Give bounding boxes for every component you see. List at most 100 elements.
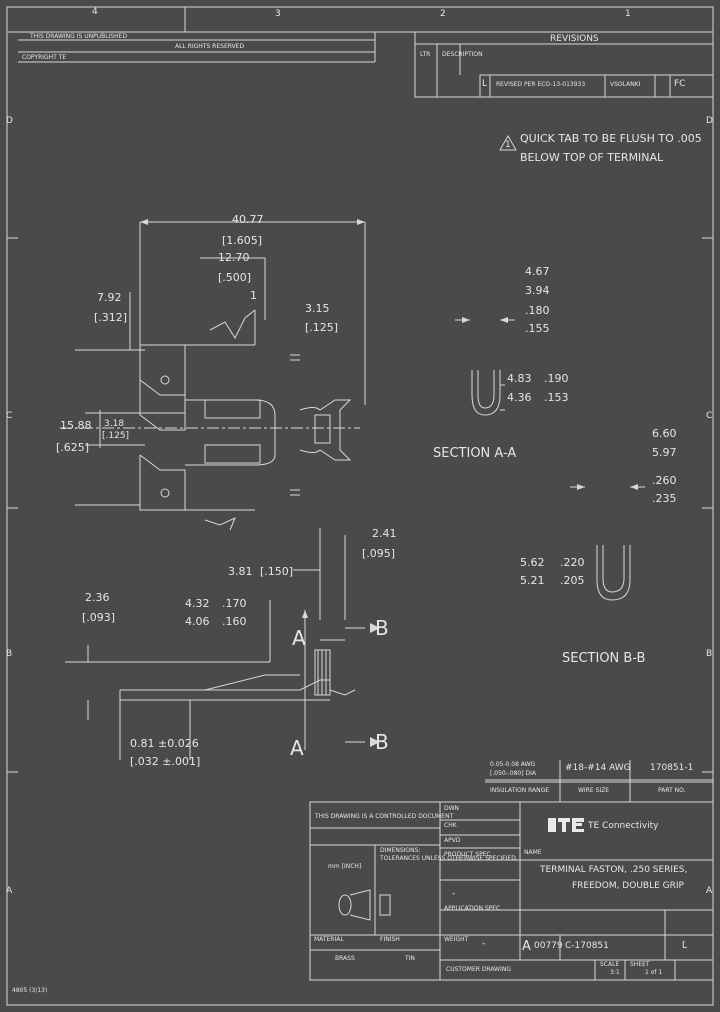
rev-row-ltr: L — [482, 79, 488, 89]
rev-row-apvd: FC — [674, 79, 686, 89]
zone-left-b: B — [6, 649, 13, 659]
section-aa-view — [455, 319, 515, 416]
part-no-header: PART NO. — [658, 787, 686, 794]
dim-260: .260 — [652, 474, 677, 487]
section-a-marker-top: A — [292, 626, 306, 650]
dim-1588: 15.88 — [60, 419, 92, 432]
dim-153: .153 — [544, 391, 569, 404]
te-logo-mark — [548, 818, 584, 832]
zone-left-a: A — [6, 886, 13, 896]
dim-315: 3.15 — [305, 302, 330, 315]
sheet-value: 1 of 1 — [645, 969, 663, 976]
dim-1270: 12.70 — [218, 251, 250, 264]
cage-code: 00779 — [534, 941, 563, 951]
dim-660: 6.60 — [652, 427, 677, 440]
customer-drawing-label: CUSTOMER DRAWING — [446, 966, 511, 973]
name-header: NAME — [524, 849, 542, 856]
dim-597: 5.97 — [652, 446, 677, 459]
dwn-label: DWN — [444, 805, 460, 812]
dim-125b: [.125] — [102, 431, 130, 441]
apvd-label: APVD — [444, 837, 461, 844]
title-line-2: FREEDOM, DOUBLE GRIP — [572, 881, 684, 891]
dim-318: 3.18 — [104, 419, 125, 429]
awg-range: 0.05-0.08 AWG — [490, 761, 536, 768]
section-aa-label: SECTION A-A — [433, 446, 517, 461]
product-spec-label: PRODUCT SPEC — [444, 851, 491, 858]
rights-note: ALL RIGHTS RESERVED — [175, 43, 245, 50]
wire-size-header: WIRE SIZE — [578, 787, 610, 794]
revisions-header: REVISIONS — [550, 34, 599, 44]
dim-095: [.095] — [362, 547, 396, 560]
awg-range-inch: [.050-.080] DIA — [490, 770, 536, 777]
dim-180: .180 — [525, 304, 550, 317]
dim-312: [.312] — [94, 311, 128, 324]
zone-right-c: C — [706, 411, 713, 421]
part-number-value: 170851-1 — [650, 763, 694, 773]
scale-label: SCALE — [600, 961, 620, 968]
rev-desc-col: DESCRIPTION — [442, 51, 483, 58]
scale-value: 3:1 — [610, 969, 620, 976]
unpublished-note: THIS DRAWING IS UNPUBLISHED — [30, 33, 128, 40]
rev-ltr-col: LTR — [420, 51, 431, 58]
dim-562: 5.62 — [520, 556, 545, 569]
side-view — [65, 528, 365, 760]
rev-row-desc: REVISED PER ECO-13-013933 — [496, 81, 586, 88]
zone-left-d: D — [6, 116, 13, 126]
zone-right-d: D — [706, 116, 713, 126]
note-line-1: QUICK TAB TO BE FLUSH TO .005 — [520, 132, 702, 145]
sheet-label: SHEET — [630, 961, 650, 968]
section-b-marker-bottom: B — [375, 730, 389, 754]
dim-4077: 40.77 — [232, 213, 264, 226]
dim-032: [.032 ±.001] — [130, 755, 201, 768]
title-line-1: TERMINAL FASTON, .250 SERIES, — [540, 865, 688, 875]
dim-241: 2.41 — [372, 527, 397, 540]
dim-093: [.093] — [82, 611, 116, 624]
dim-521: 5.21 — [520, 574, 545, 587]
dim-792: 7.92 — [97, 291, 122, 304]
dim-125: [.125] — [305, 321, 339, 334]
section-bb-label: SECTION B-B — [562, 651, 646, 666]
form-number: 4805 (3/13) — [12, 987, 48, 994]
zone-top-2: 2 — [440, 9, 446, 19]
dim-205: .205 — [560, 574, 585, 587]
dim-236: 2.36 — [85, 591, 110, 604]
title-block — [309, 801, 714, 981]
note-line-2: BELOW TOP OF TERMINAL — [520, 151, 664, 164]
note-flag-number: 1 — [505, 140, 511, 150]
drawing-size: A — [522, 939, 531, 954]
zone-top-4: 4 — [92, 7, 98, 17]
dim-625: [.625] — [56, 441, 90, 454]
outer-border — [6, 6, 714, 1006]
section-a-marker-bottom: A — [290, 736, 304, 760]
zone-left-c: C — [6, 411, 13, 421]
dim-220: .220 — [560, 556, 585, 569]
dim-500: [.500] — [218, 271, 252, 284]
dim-394: 3.94 — [525, 284, 550, 297]
dim-436: 4.36 — [507, 391, 532, 404]
dim-160: .160 — [222, 615, 247, 628]
brand-name: TE Connectivity — [588, 821, 659, 831]
controlled-document-note: THIS DRAWING IS A CONTROLLED DOCUMENT — [315, 813, 454, 820]
zone-right-a: A — [706, 886, 713, 896]
mm-inch-label: mm [INCH] — [328, 863, 362, 870]
dim-170: .170 — [222, 597, 247, 610]
dim-081: 0.81 ±0.026 — [130, 737, 199, 750]
section-b-marker-top: B — [375, 616, 389, 640]
finish-label: FINISH — [380, 936, 400, 943]
dim-1605: [1.605] — [222, 234, 263, 247]
dim-406: 4.06 — [185, 615, 210, 628]
material-label: MATERIAL — [314, 936, 344, 943]
plan-view — [60, 221, 366, 531]
dimensions-label: DIMENSIONS: — [380, 847, 421, 854]
revision-letter: L — [682, 941, 688, 951]
material-value: BRASS — [335, 955, 355, 962]
tolerances-label: TOLERANCES UNLESS OTHERWISE SPECIFIED — [380, 855, 516, 862]
copyright-note: COPYRIGHT TE — [22, 54, 67, 61]
insulation-range-header: INSULATION RANGE — [490, 787, 550, 794]
zone-top-1: 1 — [625, 9, 631, 19]
zone-right-b: B — [706, 649, 713, 659]
dim-483: 4.83 — [507, 372, 532, 385]
chk-label: CHK — [444, 822, 457, 829]
